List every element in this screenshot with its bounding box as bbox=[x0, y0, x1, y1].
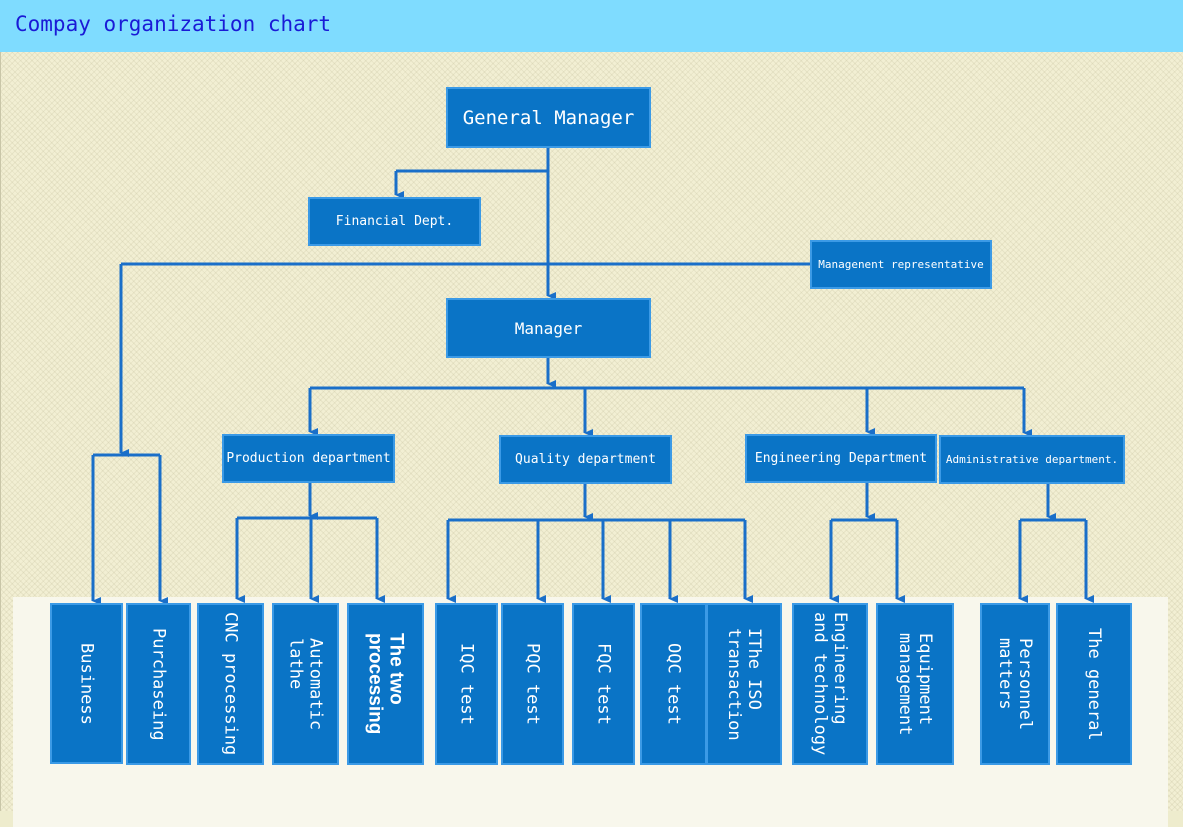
leaf-purchasing: Purchaseing bbox=[126, 603, 191, 765]
leaf-label: Personnel matters bbox=[995, 637, 1035, 731]
manager-box: Manager bbox=[446, 298, 651, 358]
leaf-label: Purchaseing bbox=[148, 627, 169, 741]
management-representative-box: Managenent representative bbox=[810, 240, 992, 289]
financial-dept-box: Financial Dept. bbox=[308, 197, 481, 246]
leaf-engineering-technology: Engineering and technology bbox=[792, 603, 868, 765]
general-manager-box: General Manager bbox=[446, 87, 651, 148]
leaf-personnel-matters: Personnel matters bbox=[980, 603, 1050, 765]
leaf-label: The two processing bbox=[364, 633, 407, 735]
leaf-equipment-management: Equipment management bbox=[876, 603, 954, 765]
leaf-fqc-test: FQC test bbox=[572, 603, 635, 765]
production-department-box: Production department bbox=[222, 434, 395, 483]
quality-department-box: Quality department bbox=[499, 435, 672, 484]
leaf-label: OQC test bbox=[663, 643, 684, 725]
leaf-label: Business bbox=[76, 642, 97, 725]
leaf-label: IQC test bbox=[456, 643, 477, 725]
administrative-department-box: Administrative department. bbox=[939, 435, 1125, 484]
leaf-label: Engineering and technology bbox=[810, 612, 850, 756]
leaf-pqc-test: PQC test bbox=[501, 603, 564, 765]
leaf-business: Business bbox=[50, 603, 123, 764]
leaf-the-general: The general bbox=[1056, 603, 1132, 765]
leaf-automatic-lathe: Automatic lathe bbox=[272, 603, 339, 765]
leaf-label: FQC test bbox=[593, 643, 614, 725]
leaf-two-processing: The two processing bbox=[347, 603, 424, 765]
title-bar: Compay organization chart bbox=[0, 0, 1183, 52]
engineering-department-box: Engineering Department bbox=[745, 434, 937, 483]
leaf-label: PQC test bbox=[522, 643, 543, 725]
leaf-label: CNC processing bbox=[220, 612, 241, 756]
leaf-cnc-processing: CNC processing bbox=[197, 603, 264, 765]
leaf-label: The general bbox=[1084, 627, 1104, 741]
page-title: Compay organization chart bbox=[15, 12, 332, 36]
leaf-oqc-test: OQC test bbox=[640, 603, 707, 765]
leaf-label: IThe ISO transaction bbox=[724, 627, 764, 741]
leaf-iso-transaction: IThe ISO transaction bbox=[706, 603, 782, 765]
leaf-iqc-test: IQC test bbox=[435, 603, 498, 765]
leaf-label: Equipment management bbox=[895, 632, 935, 736]
leaf-label: Automatic lathe bbox=[285, 637, 326, 731]
